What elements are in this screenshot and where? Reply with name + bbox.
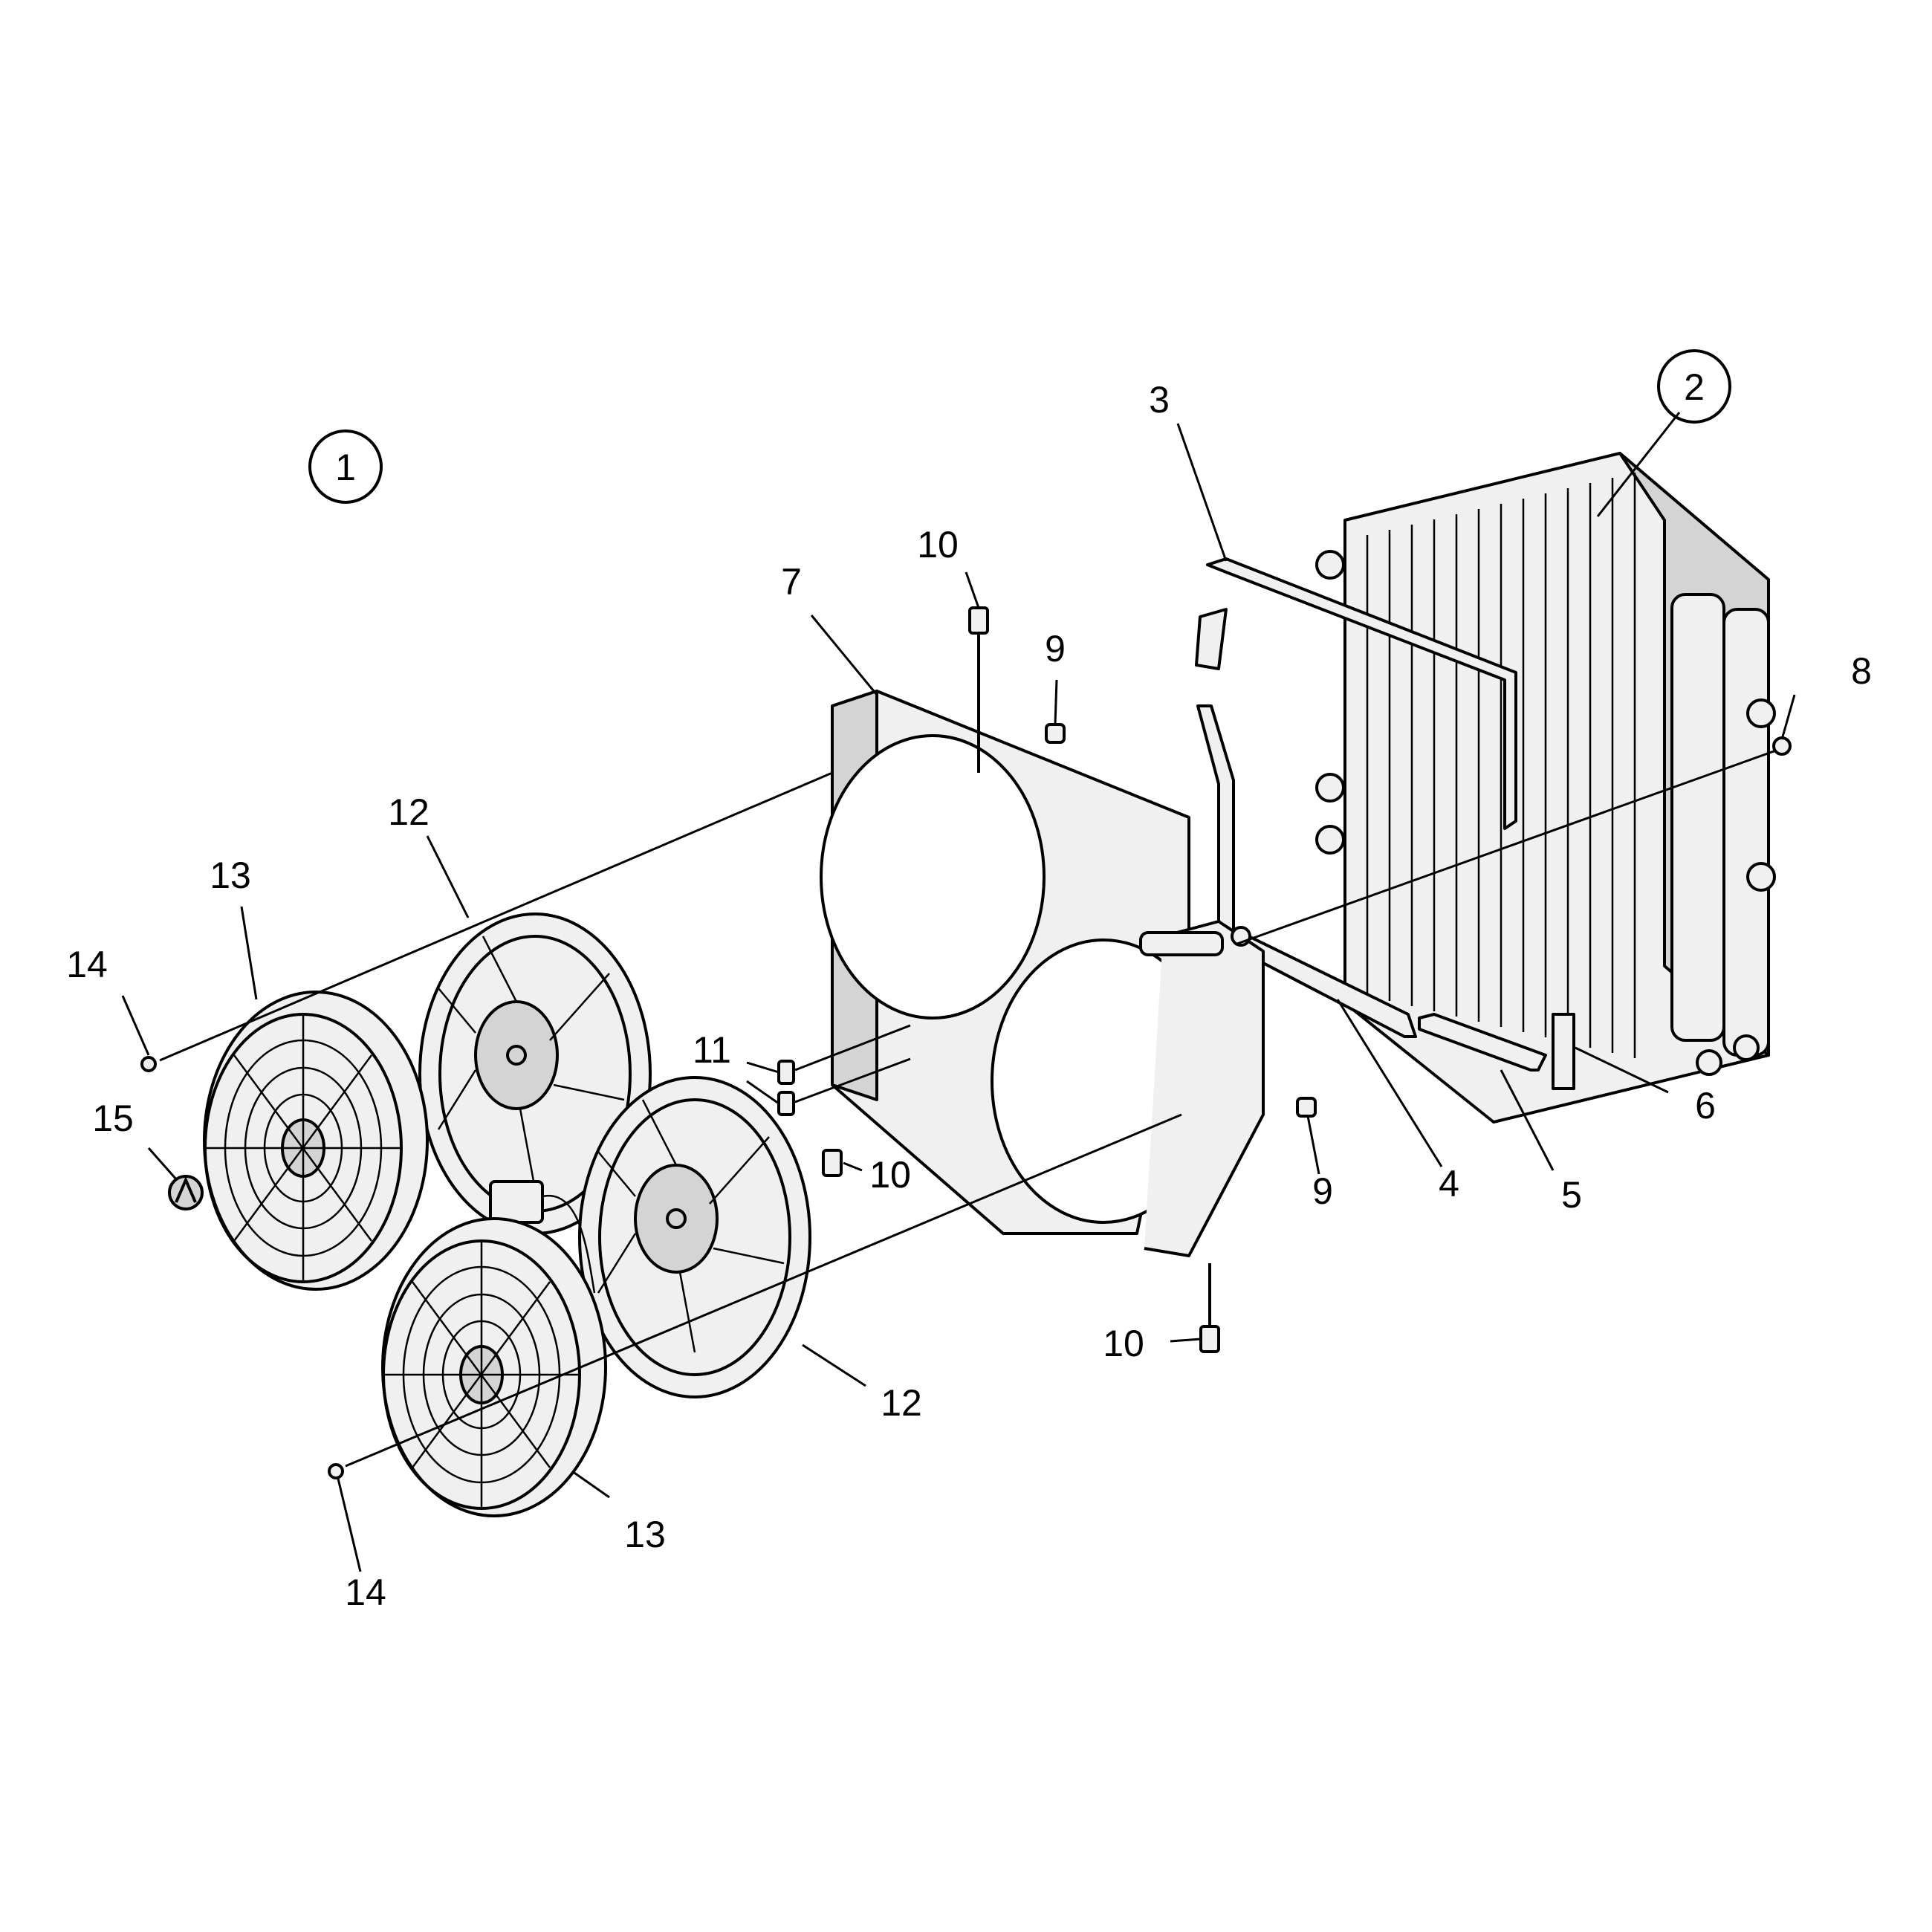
- callout-14-lower: 14: [345, 1572, 386, 1613]
- callout-13-upper: 13: [210, 855, 251, 896]
- callout-10-left: 10: [869, 1154, 911, 1196]
- fan-assembly-lower: [578, 1076, 811, 1398]
- nut-9-top: [1045, 723, 1066, 744]
- callout-12-lower: 12: [881, 1382, 922, 1424]
- callout-4: 4: [1439, 1163, 1459, 1205]
- callout-8: 8: [1851, 650, 1872, 692]
- callout-3: 3: [1149, 379, 1170, 421]
- callout-leaders: [121, 412, 1796, 1572]
- callout-9-top: 9: [1045, 628, 1066, 670]
- foam-strip: [1418, 1013, 1547, 1072]
- callout-10-top: 10: [917, 524, 959, 565]
- callout-15: 15: [92, 1098, 134, 1139]
- fan-guard-upper: [203, 991, 429, 1291]
- callout-12-upper: 12: [388, 791, 429, 833]
- assembly-label-1: 1: [308, 429, 383, 504]
- fan-guard-lower: [381, 1217, 607, 1517]
- callout-14-upper: 14: [66, 944, 108, 985]
- radiator-fittings: [1315, 550, 1776, 1076]
- callout-10-unused: 10: [869, 1154, 911, 1196]
- assembly-label-2-text: 2: [1684, 366, 1705, 408]
- clips-11: [777, 1060, 795, 1116]
- callout-numbers: 3 4 5 6 7 8 9 9 10 10 10 10 11 12 12 13 …: [66, 379, 1872, 1613]
- assembly-label-1-text: 1: [335, 447, 356, 488]
- radiator-core: [1315, 452, 1776, 1124]
- fan-shroud: [820, 690, 1265, 1257]
- radiator-fins: [1366, 473, 1636, 1058]
- washer-8: [1772, 736, 1792, 756]
- callout-11: 11: [693, 1029, 731, 1071]
- assembly-lines: [159, 749, 1777, 1468]
- emblem-15: [168, 1175, 204, 1210]
- callout-13-lower: 13: [624, 1514, 666, 1555]
- nut-9-right: [1296, 1097, 1317, 1118]
- callout-5: 5: [1561, 1174, 1582, 1216]
- callout-7: 7: [781, 561, 802, 603]
- screw-14-top: [140, 1056, 157, 1072]
- shroud-upper-fan-opening: [820, 734, 1046, 1020]
- callout-9-right: 9: [1312, 1170, 1333, 1212]
- upper-seal-strip: [1195, 557, 1517, 830]
- screw-14-bottom: [328, 1463, 344, 1479]
- bolt-10-left: [822, 1149, 843, 1177]
- bolt-10-bottom: [1199, 1263, 1220, 1353]
- callout-6: 6: [1695, 1085, 1716, 1127]
- callout-10-bottom: 10: [1103, 1323, 1144, 1364]
- assembly-label-2: 2: [1657, 349, 1731, 424]
- foam-block: [1552, 1013, 1575, 1090]
